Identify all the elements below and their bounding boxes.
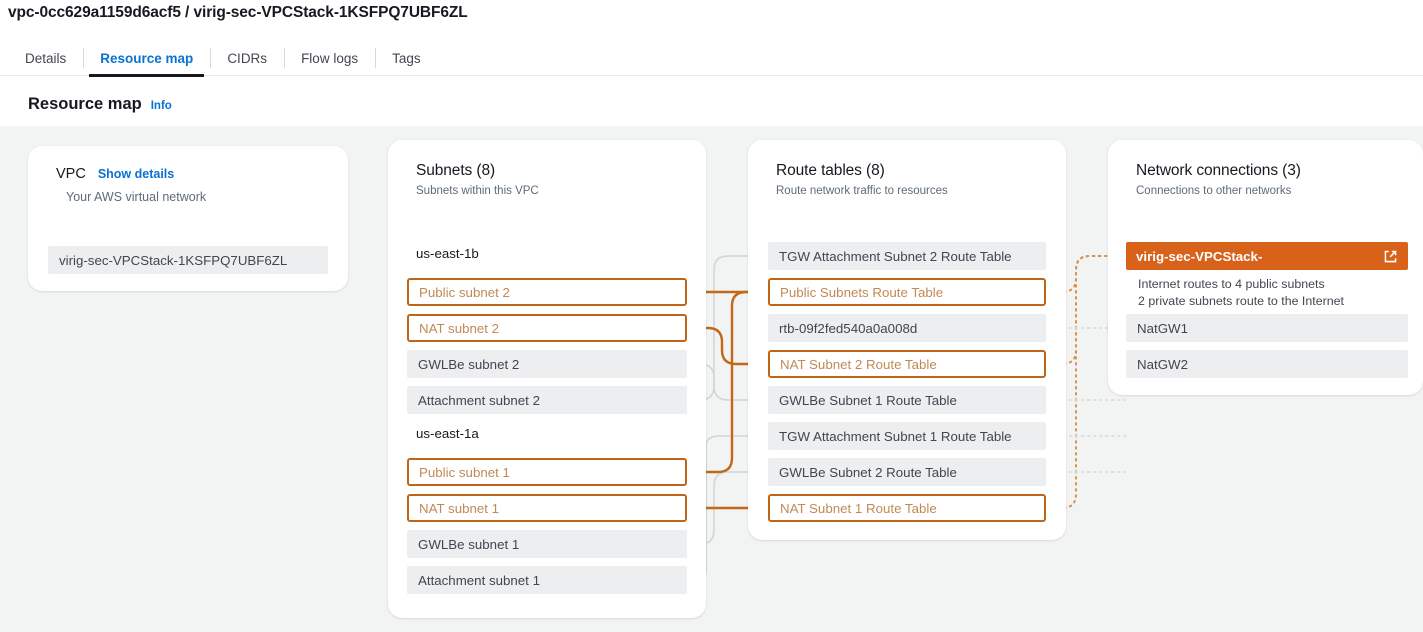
- route-tables-card-header: Route tables (8) Route network traffic t…: [776, 162, 948, 197]
- subnet-node-attachment-subnet-2[interactable]: Attachment subnet 2: [407, 386, 687, 414]
- network-connections-card-header: Network connections (3) Connections to o…: [1136, 162, 1301, 197]
- route-tables-card-title: Route tables (8): [776, 162, 885, 179]
- network-connections-card-subtitle: Connections to other networks: [1136, 185, 1292, 197]
- network-connection-description-line-1: Internet routes to 4 public subnets: [1138, 277, 1325, 291]
- vpc-card: VPC Show details Your AWS virtual networ…: [28, 146, 348, 291]
- tab-bar: Details Resource map CIDRs Flow logs Tag…: [0, 40, 1423, 77]
- route-table-node-rtb-09f2fed540a0a008d[interactable]: rtb-09f2fed540a0a008d: [768, 314, 1046, 342]
- subnets-card-subtitle: Subnets within this VPC: [416, 185, 539, 197]
- route-table-node-tgw-attachment-subnet-2[interactable]: TGW Attachment Subnet 2 Route Table: [768, 242, 1046, 270]
- route-table-node-tgw-attachment-subnet-1[interactable]: TGW Attachment Subnet 1 Route Table: [768, 422, 1046, 450]
- subnet-node-public-subnet-1[interactable]: Public subnet 1: [407, 458, 687, 486]
- tab-flow-logs[interactable]: Flow logs: [284, 40, 375, 76]
- route-table-node-nat-subnet-2[interactable]: NAT Subnet 2 Route Table: [768, 350, 1046, 378]
- vpc-label: VPC: [56, 166, 86, 182]
- subnets-card-header: Subnets (8) Subnets within this VPC: [416, 162, 539, 197]
- external-link-icon[interactable]: [1383, 249, 1398, 264]
- show-details-link[interactable]: Show details: [97, 167, 175, 181]
- page-header: vpc-0cc629a1159d6acf5 / virig-sec-VPCSta…: [0, 0, 1423, 40]
- route-table-node-gwlbe-subnet-2[interactable]: GWLBe Subnet 2 Route Table: [768, 458, 1046, 486]
- vpc-subtitle: Your AWS virtual network: [66, 190, 207, 204]
- vpc-card-header: VPC Show details: [56, 166, 174, 182]
- vpc-node[interactable]: virig-sec-VPCStack-1KSFPQ7UBF6ZL: [48, 246, 328, 274]
- network-connections-card-title: Network connections (3): [1136, 162, 1301, 179]
- az-label-us-east-1b: us-east-1b: [416, 246, 479, 261]
- tab-details[interactable]: Details: [25, 50, 67, 66]
- network-connection-node-natgw2[interactable]: NatGW2: [1126, 350, 1408, 378]
- subnet-node-nat-subnet-2[interactable]: NAT subnet 2: [407, 314, 687, 342]
- subnet-node-nat-subnet-1[interactable]: NAT subnet 1: [407, 494, 687, 522]
- network-connection-node-natgw1[interactable]: NatGW1: [1126, 314, 1408, 342]
- subnet-node-gwlbe-subnet-2[interactable]: GWLBe subnet 2: [407, 350, 687, 378]
- page-title: vpc-0cc629a1159d6acf5 / virig-sec-VPCSta…: [8, 4, 468, 21]
- network-connection-label: virig-sec-VPCStack-: [1136, 248, 1263, 264]
- route-table-node-gwlbe-subnet-1[interactable]: GWLBe Subnet 1 Route Table: [768, 386, 1046, 414]
- subnet-node-gwlbe-subnet-1[interactable]: GWLBe subnet 1: [407, 530, 687, 558]
- info-link[interactable]: Info: [150, 100, 172, 112]
- subnet-node-public-subnet-2[interactable]: Public subnet 2: [407, 278, 687, 306]
- tab-resource-map[interactable]: Resource map: [83, 40, 210, 77]
- resource-map-canvas: VPC Show details Your AWS virtual networ…: [0, 126, 1423, 632]
- section-header: Resource map Info: [28, 95, 172, 114]
- route-table-node-public-subnets[interactable]: Public Subnets Route Table: [768, 278, 1046, 306]
- az-label-us-east-1a: us-east-1a: [416, 426, 479, 441]
- route-table-node-nat-subnet-1[interactable]: NAT Subnet 1 Route Table: [768, 494, 1046, 522]
- subnets-card: Subnets (8) Subnets within this VPC us-e…: [388, 140, 706, 618]
- tab-cidrs[interactable]: CIDRs: [210, 40, 284, 76]
- subnet-node-attachment-subnet-1[interactable]: Attachment subnet 1: [407, 566, 687, 594]
- network-connections-card: Network connections (3) Connections to o…: [1108, 140, 1423, 395]
- route-tables-card-subtitle: Route network traffic to resources: [776, 185, 948, 197]
- subnets-card-title: Subnets (8): [416, 162, 496, 179]
- network-connection-node-virig-sec-vpcstack[interactable]: virig-sec-VPCStack-: [1126, 242, 1408, 270]
- tab-tags[interactable]: Tags: [375, 40, 438, 76]
- route-tables-card: Route tables (8) Route network traffic t…: [748, 140, 1066, 540]
- page-section-title: Resource map: [28, 95, 142, 113]
- network-connection-description-line-2: 2 private subnets route to the Internet: [1138, 294, 1344, 308]
